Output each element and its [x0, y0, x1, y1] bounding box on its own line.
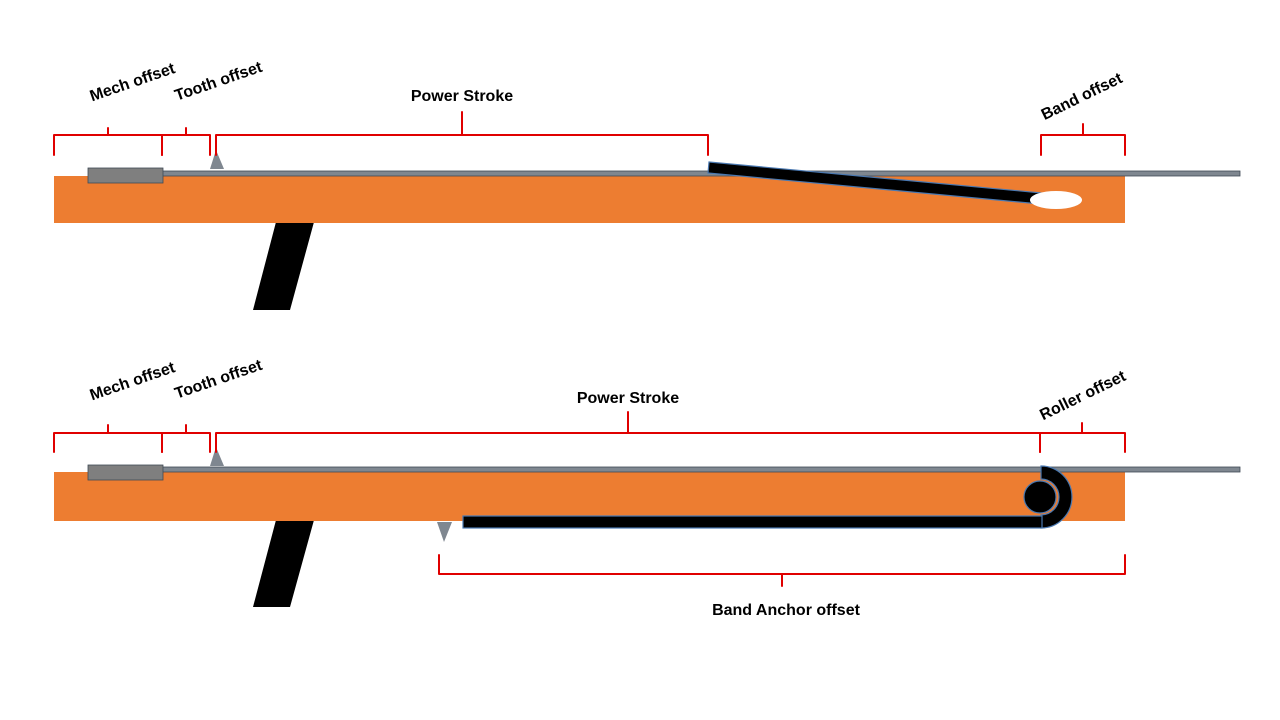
- bottom-handle: [253, 520, 314, 607]
- bottom-roller-offset-label: Roller offset: [1037, 368, 1129, 424]
- bottom-roller: [1023, 480, 1057, 514]
- bottom-band-anchor-offset-label: Band Anchor offset: [712, 602, 861, 619]
- top-rail: [159, 170, 1241, 177]
- bottom-stock: [54, 472, 1125, 521]
- bottom-tooth-offset-label: Tooth offset: [173, 357, 265, 403]
- bottom-band-wrap: [1040, 465, 1073, 529]
- top-band-offset-label: Band offset: [1039, 70, 1126, 124]
- bottom-band: [462, 515, 1043, 529]
- top-power-stroke-brace: [215, 111, 709, 156]
- top-handle: [253, 222, 314, 310]
- top-mech-block: [87, 167, 164, 184]
- bottom-band-anchor-offset-brace: [438, 554, 1126, 587]
- bottom-rail: [159, 466, 1241, 473]
- bottom-power-stroke-brace: [215, 411, 1041, 453]
- bottom-tooth-offset-brace: [161, 424, 211, 453]
- bottom-mech-offset-label: Mech offset: [88, 359, 178, 404]
- top-tooth-offset-brace: [161, 127, 211, 156]
- top-mech-offset-label: Mech offset: [88, 60, 178, 105]
- bottom-mech-offset-brace: [53, 424, 163, 453]
- bottom-mech-block: [87, 464, 164, 481]
- top-mech-offset-brace: [53, 127, 163, 156]
- bottom-tooth: [210, 447, 224, 466]
- bottom-diagram: Mech offset Tooth offset Power Stroke Ro…: [53, 357, 1241, 619]
- bottom-roller-offset-brace: [1039, 422, 1126, 453]
- top-power-stroke-label: Power Stroke: [411, 88, 513, 105]
- top-diagram: Mech offset Tooth offset Power Stroke Ba…: [53, 59, 1241, 310]
- top-band-anchor-slot: [1030, 191, 1082, 209]
- top-stock: [54, 176, 1125, 223]
- top-tooth-offset-label: Tooth offset: [173, 59, 265, 105]
- bottom-anchor-tooth: [437, 522, 452, 542]
- top-band-offset-brace: [1040, 123, 1126, 156]
- top-tooth: [210, 150, 224, 169]
- bottom-power-stroke-label: Power Stroke: [577, 390, 679, 407]
